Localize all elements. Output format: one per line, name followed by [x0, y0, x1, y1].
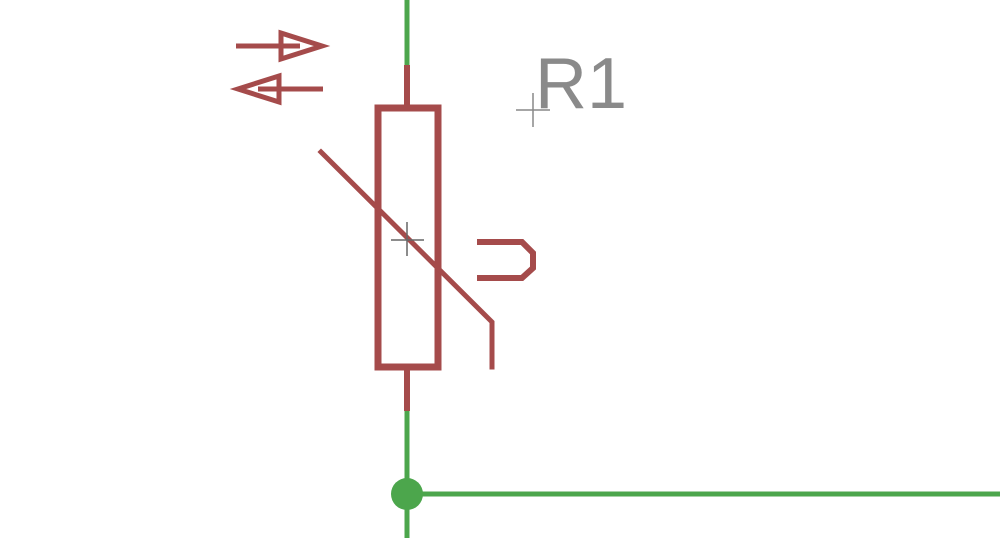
temperature-hook-icon: [477, 239, 536, 281]
component-name-label[interactable]: R1: [535, 44, 627, 124]
thermistor-symbol[interactable]: [317, 65, 536, 411]
bidirectional-arrows-icon: [229, 29, 331, 106]
nonlinear-slash: [317, 148, 495, 370]
origin-crosshair: [391, 222, 424, 256]
resistor-body: [374, 104, 442, 371]
label-origin-crosshair: [516, 93, 550, 127]
net-wires[interactable]: [404, 0, 1000, 538]
junction-dot[interactable]: [391, 478, 423, 510]
